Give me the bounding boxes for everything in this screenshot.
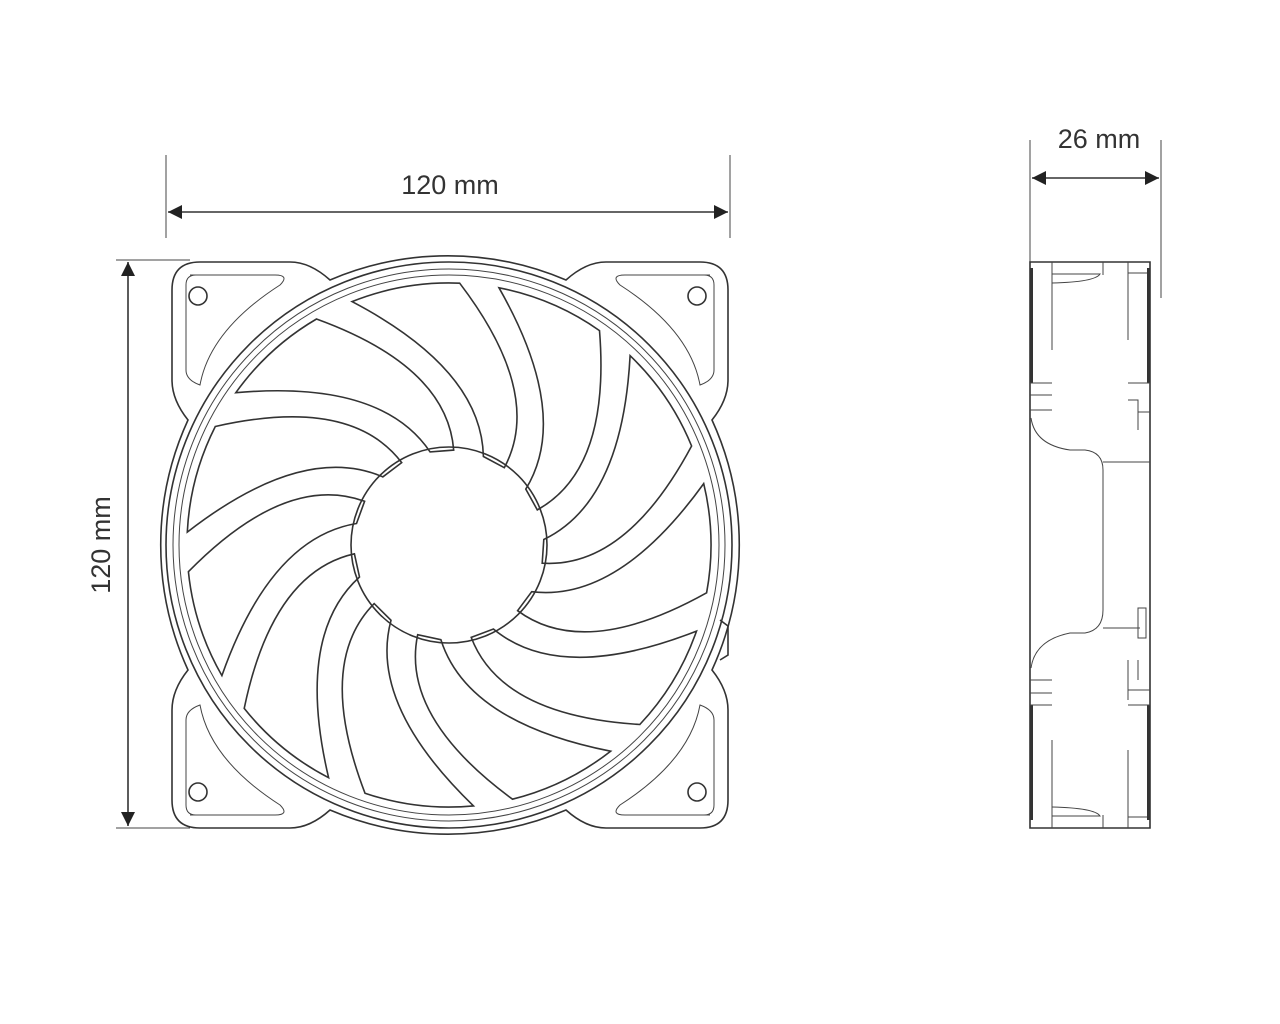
fan-blade	[234, 318, 455, 453]
fan-blade	[470, 628, 698, 726]
fan-blade	[414, 633, 613, 801]
fan-side-view	[1029, 261, 1151, 829]
fan-blade	[186, 416, 403, 534]
fan-blade	[350, 282, 518, 469]
depth-label: 26 mm	[1058, 124, 1141, 154]
width-dimension: 120 mm	[165, 155, 731, 238]
mount-hole-icon	[687, 782, 707, 802]
fan-blades	[186, 282, 712, 808]
height-label: 120 mm	[86, 496, 116, 594]
fan-blade	[243, 552, 361, 780]
width-label: 120 mm	[401, 170, 499, 200]
mount-hole-icon	[687, 286, 707, 306]
height-dimension: 120 mm	[86, 259, 190, 829]
fan-blade	[516, 481, 712, 633]
mount-hole-icon	[188, 782, 208, 802]
fan-front-view	[159, 255, 741, 835]
fan-blade	[187, 494, 366, 678]
fan-ring-outer	[165, 261, 733, 829]
depth-dimension: 26 mm	[1029, 124, 1162, 298]
mount-hole-icon	[188, 286, 208, 306]
fan-blade	[341, 602, 476, 808]
fan-blade	[497, 286, 602, 511]
fan-blade	[541, 353, 693, 565]
fan-hub	[350, 446, 548, 644]
fan-frame	[159, 255, 741, 835]
